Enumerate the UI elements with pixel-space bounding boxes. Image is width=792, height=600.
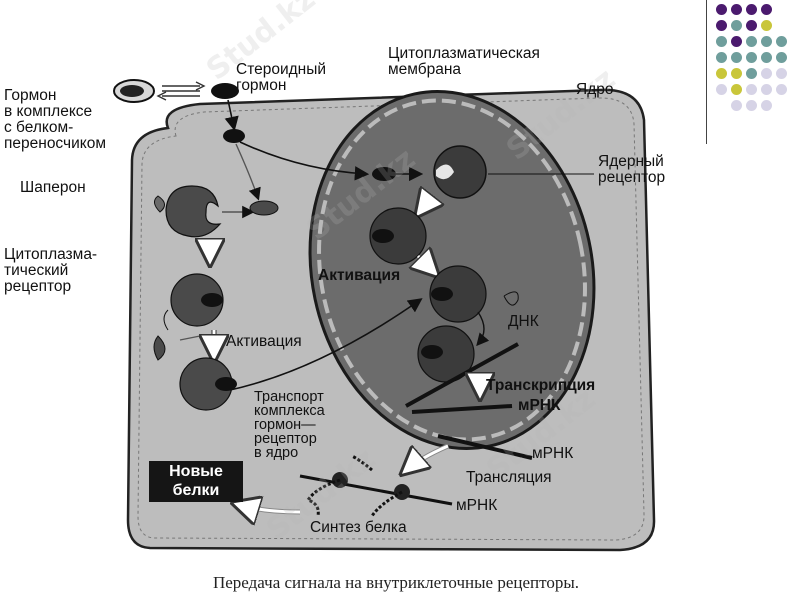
label-hormone-complex: Гормон в комплексе с белком- переносчико… [4, 87, 106, 152]
decorative-dot [746, 20, 757, 31]
decorative-dot [761, 4, 772, 15]
label-mrna-1: мРНК [518, 397, 561, 414]
decorative-dot [776, 68, 787, 79]
decorative-dot [746, 84, 757, 95]
label-protein-synthesis: Синтез белка [310, 519, 407, 536]
label-cyto-membrane: Цитоплазматическая мембрана [388, 45, 540, 78]
decorative-dot [731, 100, 742, 111]
label-mrna-3: мРНК [456, 497, 498, 514]
label-nuclear-receptor: Ядерный рецептор [598, 153, 666, 186]
label-dna: ДНК [508, 313, 539, 330]
decorative-dot [731, 84, 742, 95]
decorative-dot [761, 20, 772, 31]
decorative-dot [776, 36, 787, 47]
decorative-dot [761, 52, 772, 63]
decorative-dot [746, 100, 757, 111]
decorative-dot [761, 84, 772, 95]
new-proteins-box: Новые белки [149, 461, 243, 502]
decorative-dot [746, 68, 757, 79]
decorative-dot [731, 68, 742, 79]
decorative-dot [746, 36, 757, 47]
label-mrna-2: мРНК [532, 445, 574, 462]
decorative-dot [716, 20, 727, 31]
label-nucleus: Ядро [576, 81, 614, 98]
label-chaperone: Шаперон [20, 179, 86, 196]
decorative-dot [746, 4, 757, 15]
divider-line [706, 0, 707, 144]
decorative-dot [731, 20, 742, 31]
decorative-dot [761, 68, 772, 79]
decorative-dot [716, 52, 727, 63]
decorative-dot [761, 100, 772, 111]
dna-strand [405, 342, 519, 408]
decorative-dot [716, 4, 727, 15]
decorative-dot [776, 84, 787, 95]
label-cyto-receptor: Цитоплазма- тический рецептор [4, 246, 98, 295]
ribosome-cluster [299, 454, 453, 517]
label-translation: Трансляция [466, 469, 552, 486]
decorative-dot [761, 36, 772, 47]
mrna-strand-nucleus [411, 404, 513, 414]
decorative-dot [731, 4, 742, 15]
label-activation-cyto: Активация [226, 333, 302, 350]
label-transport: Транспорт комплекса гормон— рецептор в я… [254, 389, 325, 461]
decorative-dot-grid [716, 4, 792, 124]
decorative-dot [731, 36, 742, 47]
figure-caption: Передача сигнала на внутриклеточные реце… [212, 573, 580, 592]
chaperone-shape [165, 185, 222, 238]
decorative-dot [731, 52, 742, 63]
decorative-dot [716, 84, 727, 95]
label-transcription: Транскрипция [486, 377, 596, 394]
steroid-hormone-molecule [211, 83, 239, 99]
nuclear-receptor-shape [433, 145, 487, 199]
label-steroid-hormone: Стероидный гормон [236, 61, 327, 94]
decorative-dot [716, 68, 727, 79]
decorative-dot [746, 52, 757, 63]
decorative-dot [776, 52, 787, 63]
label-activation-nucleus: Активация [318, 267, 401, 284]
decorative-dot [716, 36, 727, 47]
